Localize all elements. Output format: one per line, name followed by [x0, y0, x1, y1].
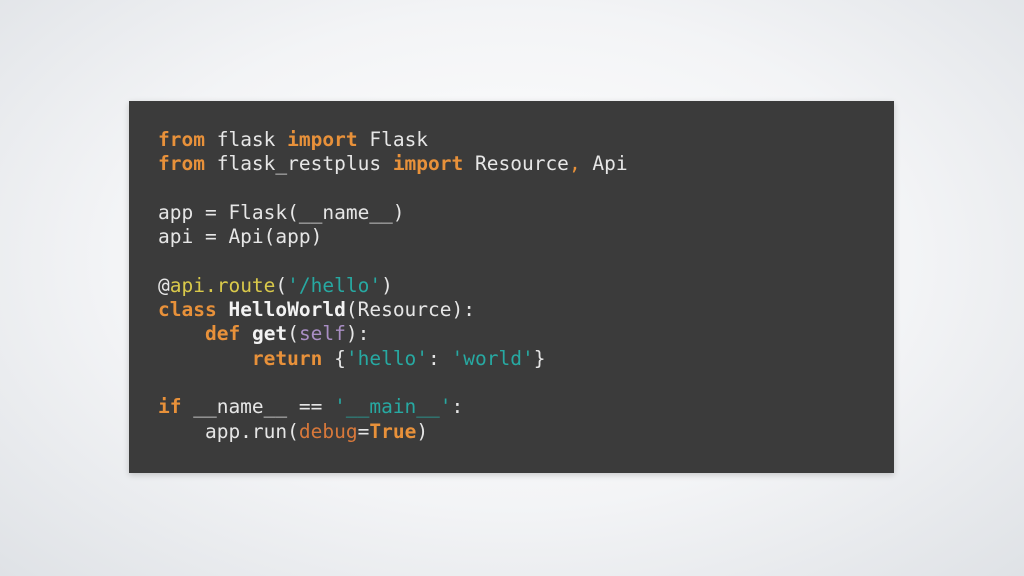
- code-token: def: [204, 322, 241, 346]
- code-token: class: [158, 298, 217, 322]
- code-token: self: [298, 322, 346, 346]
- code-token: Resource: [463, 152, 569, 176]
- code-token: app = Flask(__name__): [158, 200, 405, 224]
- code-token: from: [158, 152, 205, 176]
- code-token: import: [287, 128, 358, 151]
- code-token: [240, 322, 252, 345]
- code-token: Flask: [357, 128, 429, 151]
- code-token: __name__ ==: [181, 395, 335, 419]
- code-token: Api: [580, 152, 628, 176]
- code-line: from flask_restplus import Resource, Api: [158, 152, 894, 176]
- code-token: :: [451, 395, 464, 419]
- code-token: }: [533, 346, 546, 370]
- code-token: :: [428, 346, 452, 370]
- code-line: def get(self):: [158, 322, 894, 346]
- code-token: flask_restplus: [204, 152, 393, 176]
- code-line: return {'hello': 'world'}: [158, 347, 894, 371]
- code-token: if: [158, 395, 182, 419]
- code-token: api = Api(app): [158, 225, 323, 249]
- code-token: '__main__': [334, 395, 452, 419]
- code-token: flask: [204, 128, 288, 151]
- code-token: (: [275, 273, 288, 297]
- code-token: api.route: [169, 273, 276, 297]
- code-line: app = Flask(__name__): [158, 201, 894, 225]
- code-line: from flask import Flask: [158, 128, 894, 152]
- code-token: 'hello': [345, 346, 429, 370]
- code-token: '/hello': [287, 273, 382, 297]
- code-token: return: [251, 346, 323, 370]
- code-token: ,: [568, 152, 581, 176]
- code-token: import: [392, 152, 464, 176]
- code-token: app.run(: [158, 419, 299, 443]
- code-token: {: [322, 346, 346, 370]
- code-line: [158, 371, 894, 395]
- code-token: ):: [345, 322, 370, 346]
- code-token: 'world': [451, 346, 534, 370]
- code-token: get: [251, 322, 288, 346]
- code-token: from: [158, 128, 205, 151]
- code-line: [158, 177, 894, 201]
- code-token: [158, 347, 252, 370]
- code-token: HelloWorld: [228, 298, 346, 322]
- code-token: ): [416, 419, 429, 443]
- code-token: =: [357, 419, 370, 443]
- code-token: [217, 298, 229, 321]
- code-token: (: [287, 322, 299, 346]
- code-line: @api.route('/hello'): [158, 274, 894, 298]
- code-line: api = Api(app): [158, 225, 894, 249]
- code-token: @: [158, 273, 170, 297]
- code-token: debug: [298, 419, 358, 443]
- code-token: [158, 322, 205, 345]
- code-line: [158, 249, 894, 273]
- code-line: app.run(debug=True): [158, 420, 894, 444]
- code-token: ): [381, 273, 393, 297]
- code-token: (Resource):: [345, 298, 475, 322]
- code-line: class HelloWorld(Resource):: [158, 298, 894, 322]
- code-line: if __name__ == '__main__':: [158, 395, 894, 419]
- code-token: True: [369, 419, 417, 443]
